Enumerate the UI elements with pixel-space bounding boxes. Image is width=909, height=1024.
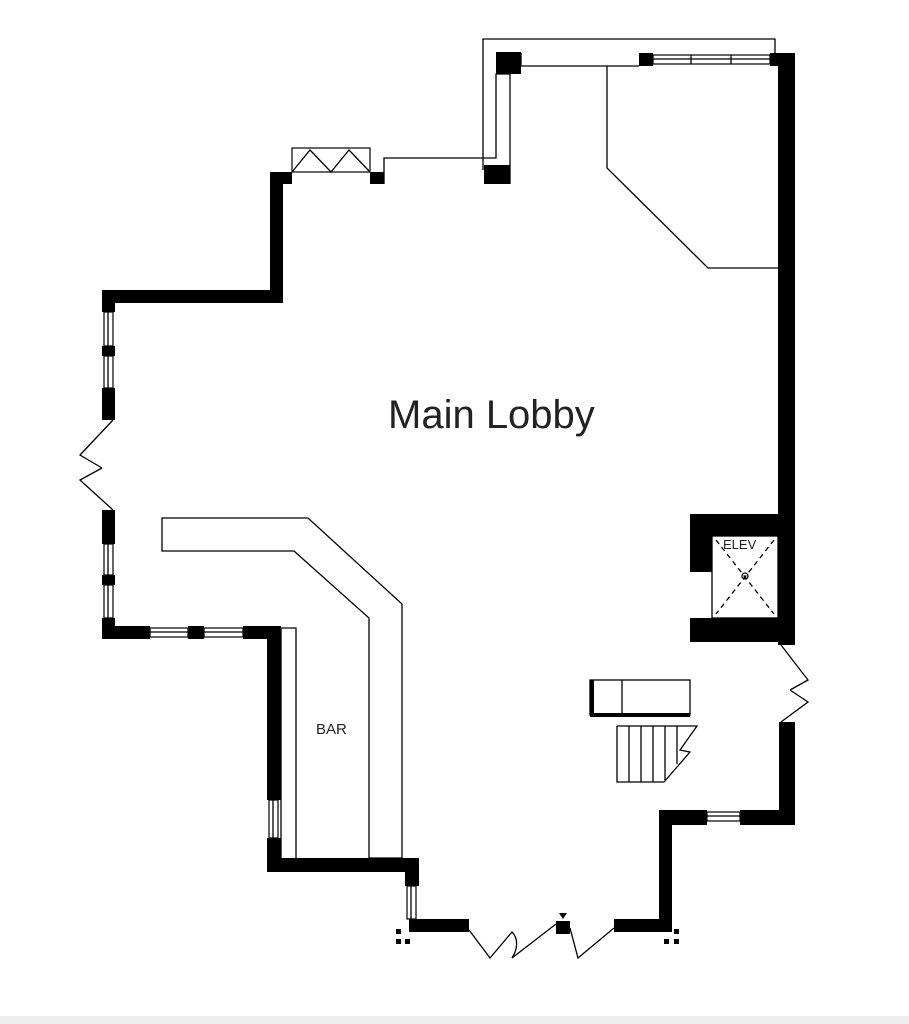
interior-lines	[161, 38, 781, 859]
wall-bar-corner	[405, 858, 419, 886]
wall-elevator-bottom	[690, 618, 795, 642]
wall-west-pier-1	[102, 388, 115, 420]
windows	[103, 311, 741, 920]
wall-lower-step-vertical	[659, 810, 672, 932]
upper-outer-line	[482, 38, 776, 170]
wall-entrance-left	[409, 919, 469, 932]
main-lobby-label: Main Lobby	[388, 393, 595, 437]
wall-bar-left-lower	[267, 838, 281, 872]
wall-step-top-right	[370, 172, 384, 184]
corner-room-outline	[606, 66, 778, 269]
wall-bar-bottom	[267, 858, 419, 872]
entrance-arrow-icon	[559, 913, 567, 919]
wall-top-right-pier	[770, 53, 795, 66]
west-door	[78, 419, 114, 511]
bottom-edge	[0, 1016, 909, 1024]
wall-right-lower	[779, 722, 795, 825]
column-marker	[674, 929, 679, 934]
wall-right	[778, 53, 795, 645]
bar-counter	[161, 517, 403, 859]
stair-desk	[589, 679, 699, 783]
elevator-diagonal-2	[715, 539, 775, 615]
wall-entrance-mid	[556, 921, 570, 934]
elevator: ELEV	[711, 535, 779, 619]
wall-elevator-left	[690, 514, 712, 572]
elevator-label: ELEV	[723, 537, 757, 552]
elevator-shaft	[711, 535, 779, 619]
column-marker	[396, 939, 401, 944]
staircase	[616, 725, 699, 783]
front-door-mid	[511, 923, 557, 959]
wall-bar-left-upper	[267, 628, 281, 800]
wall-lower-step-right	[740, 810, 795, 825]
wall-entrance-right	[614, 919, 672, 932]
elevator-center-icon	[741, 572, 749, 580]
wall-west-top	[102, 290, 282, 303]
top-folding-door	[291, 149, 371, 173]
upper-niche-outline	[383, 73, 511, 184]
wall-top-pier	[639, 53, 653, 66]
column-marker	[664, 939, 669, 944]
wall-west-top-pier	[102, 290, 115, 312]
front-door-left	[468, 929, 518, 960]
column-marker	[405, 939, 410, 944]
wall-west-bottom-right	[243, 626, 281, 639]
column-markers	[396, 929, 679, 944]
wall-niche-pier-top	[496, 52, 521, 74]
east-door	[780, 644, 810, 723]
column-marker	[396, 929, 401, 934]
exterior-walls	[102, 52, 795, 934]
front-door-right	[569, 927, 615, 960]
reception-desk-base	[590, 713, 690, 717]
doors	[78, 147, 810, 960]
bar-back-wall	[281, 627, 297, 858]
top-folding-door-frame	[291, 147, 371, 173]
bar-label: BAR	[316, 721, 347, 738]
column-marker	[674, 939, 679, 944]
wall-step-top	[270, 172, 292, 184]
wall-west-bottom-pier	[102, 618, 115, 639]
wall-west-pier-2	[102, 510, 115, 544]
wall-elevator-top	[690, 514, 795, 536]
reception-desk-side	[590, 680, 594, 717]
wall-step-vertical	[270, 172, 283, 303]
wall-niche-pier-bottom	[484, 165, 510, 184]
reception-desk	[589, 679, 691, 716]
